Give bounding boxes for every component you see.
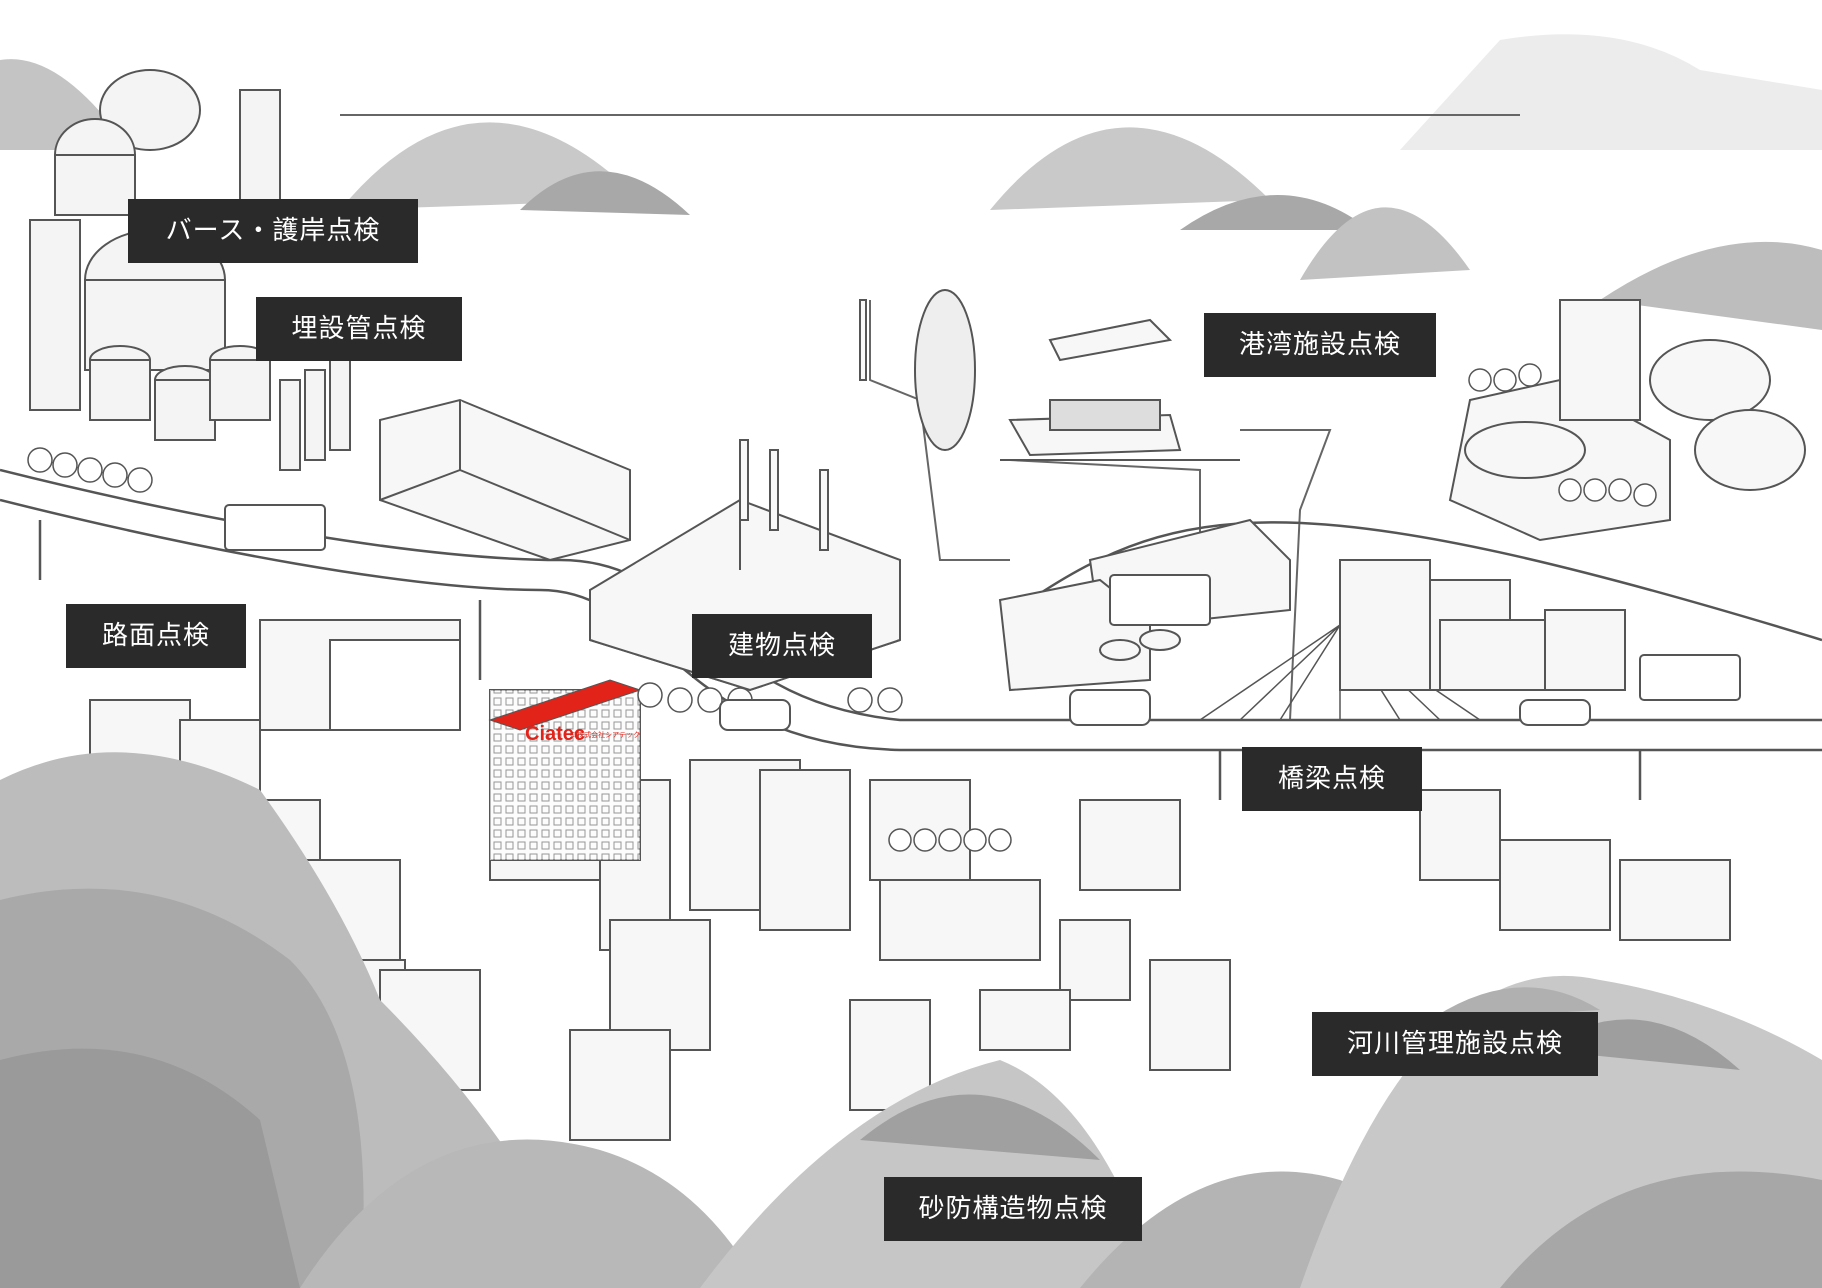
label-erosion-control-inspection[interactable]: 砂防構造物点検 — [884, 1177, 1142, 1241]
label-port-facility-inspection[interactable]: 港湾施設点検 — [1204, 313, 1436, 377]
background-hills — [0, 34, 1822, 330]
ciatec-sign-sub: C 株式会社シアテック — [570, 730, 640, 739]
industrial-tanks — [29, 69, 351, 471]
label-berth-inspection[interactable]: バース・護岸点検 — [128, 199, 418, 263]
warehouses — [259, 398, 631, 731]
label-bridge-inspection[interactable]: 橋梁点検 — [1242, 747, 1422, 811]
label-river-facility-inspection[interactable]: 河川管理施設点検 — [1312, 1012, 1598, 1076]
city-buildings — [89, 559, 1731, 1141]
vehicles — [224, 504, 1741, 731]
stadium — [1448, 299, 1806, 542]
ciatec-sign-text: Ciatec — [525, 723, 585, 745]
ciatec-building: Ciatec C 株式会社シアテック — [488, 679, 642, 861]
label-building-inspection[interactable]: 建物点検 — [692, 614, 872, 678]
label-buried-pipe-inspection[interactable]: 埋設管点検 — [256, 297, 462, 361]
label-road-surface-inspection[interactable]: 路面点検 — [66, 604, 246, 668]
